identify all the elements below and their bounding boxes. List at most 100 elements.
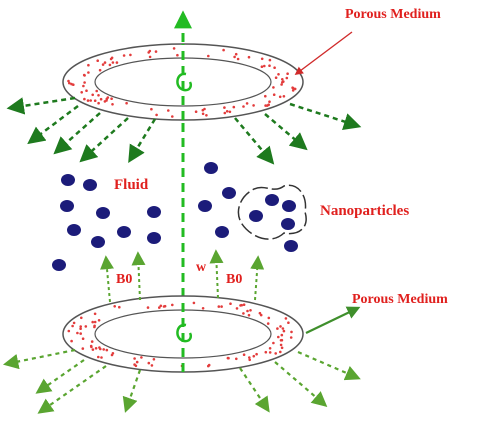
pore-dot	[97, 101, 100, 105]
pore-dot	[95, 89, 98, 93]
pore-dot	[82, 73, 86, 77]
pore-dot	[235, 357, 238, 361]
pore-dot	[207, 54, 210, 58]
nanoparticle	[281, 218, 295, 230]
pore-dot	[172, 47, 176, 50]
pore-dot	[248, 358, 251, 362]
pore-dot	[260, 65, 264, 68]
pore-dot	[201, 112, 205, 116]
pore-dot	[171, 115, 174, 118]
pore-dot	[248, 356, 251, 359]
pore-dot	[194, 110, 198, 113]
pore-dot	[236, 57, 240, 61]
pore-dot	[222, 48, 225, 52]
fluid-label: Fluid	[114, 177, 149, 193]
pore-dot	[267, 103, 271, 106]
pore-dot	[93, 312, 97, 316]
pore-dot	[259, 313, 263, 317]
bottom-disk-radial-arrows	[2, 348, 361, 414]
pore-dot	[205, 114, 208, 117]
pore-dot	[98, 68, 102, 72]
pore-dot	[282, 329, 286, 333]
nanoparticle-cluster-outline	[237, 184, 307, 240]
pore-dot	[67, 79, 70, 83]
pore-dot	[274, 352, 278, 355]
pore-dot	[201, 307, 205, 310]
pore-dot	[97, 94, 100, 97]
pore-dot	[246, 309, 249, 313]
pore-dot	[290, 330, 293, 334]
particle	[117, 226, 131, 238]
pore-dot	[97, 355, 100, 359]
particle	[147, 232, 161, 244]
pore-dot	[83, 81, 86, 84]
pore-dot	[70, 339, 73, 343]
pore-dot	[140, 356, 143, 359]
pore-dot	[133, 357, 136, 360]
pore-dot	[274, 76, 278, 79]
pore-dot	[247, 55, 251, 59]
pore-dot	[82, 84, 85, 88]
pore-dot	[249, 309, 252, 312]
pore-dot	[229, 302, 232, 306]
pore-dot	[272, 86, 275, 89]
pore-dot	[152, 358, 156, 361]
pore-dot	[255, 352, 258, 356]
pore-dot	[176, 53, 179, 57]
pore-dot	[91, 320, 94, 324]
pore-dot	[220, 305, 223, 308]
pore-dot	[111, 352, 115, 355]
pore-dot	[103, 61, 107, 64]
bottom-porous-medium-leader	[305, 306, 361, 334]
porous-medium-bottom-label: Porous Medium	[352, 292, 448, 307]
pore-dot	[110, 56, 114, 60]
pore-dot	[272, 341, 275, 345]
porous-medium-top-label: Porous Medium	[345, 7, 441, 22]
particle	[91, 236, 105, 248]
pore-dot	[135, 360, 139, 364]
pore-dot	[263, 64, 266, 68]
pore-dot	[84, 325, 88, 328]
pore-dot	[97, 319, 101, 322]
pore-dot	[101, 63, 105, 66]
pore-dot	[102, 348, 105, 351]
w-label: w	[196, 260, 207, 275]
pore-dot	[87, 63, 90, 67]
pore-dot	[171, 303, 174, 307]
pore-dot	[217, 305, 221, 308]
pore-dot	[162, 305, 166, 308]
pore-dot	[90, 340, 94, 343]
pore-dot	[267, 316, 271, 320]
pore-dot	[278, 95, 282, 99]
pore-dot	[67, 329, 71, 333]
pore-dot	[264, 94, 267, 98]
pore-dot	[276, 327, 279, 330]
pore-dot	[279, 343, 283, 347]
pore-dot	[80, 91, 83, 94]
pore-dot	[284, 317, 288, 320]
pore-dot	[71, 324, 74, 328]
pore-dot	[258, 311, 262, 315]
pore-dot	[83, 97, 86, 101]
pore-dot	[100, 356, 103, 359]
pore-dot	[105, 348, 109, 352]
pore-dot	[242, 303, 246, 307]
pore-dot	[280, 338, 284, 342]
pore-dot	[133, 363, 136, 366]
pore-dot	[273, 66, 276, 69]
pore-dot	[148, 55, 152, 59]
b0-right-label: B0	[226, 272, 242, 287]
pore-dot	[272, 93, 276, 96]
pore-dot	[291, 89, 295, 92]
pore-dot	[242, 353, 246, 357]
pore-dot	[240, 303, 243, 307]
pore-dot	[81, 347, 85, 350]
pore-dot	[87, 71, 90, 74]
pore-dot	[247, 313, 251, 317]
pore-dot	[245, 102, 249, 105]
particle	[215, 226, 229, 238]
pore-dot	[108, 63, 112, 67]
pore-dot	[281, 327, 285, 330]
pore-dot	[268, 64, 271, 67]
pore-dot	[98, 346, 101, 349]
